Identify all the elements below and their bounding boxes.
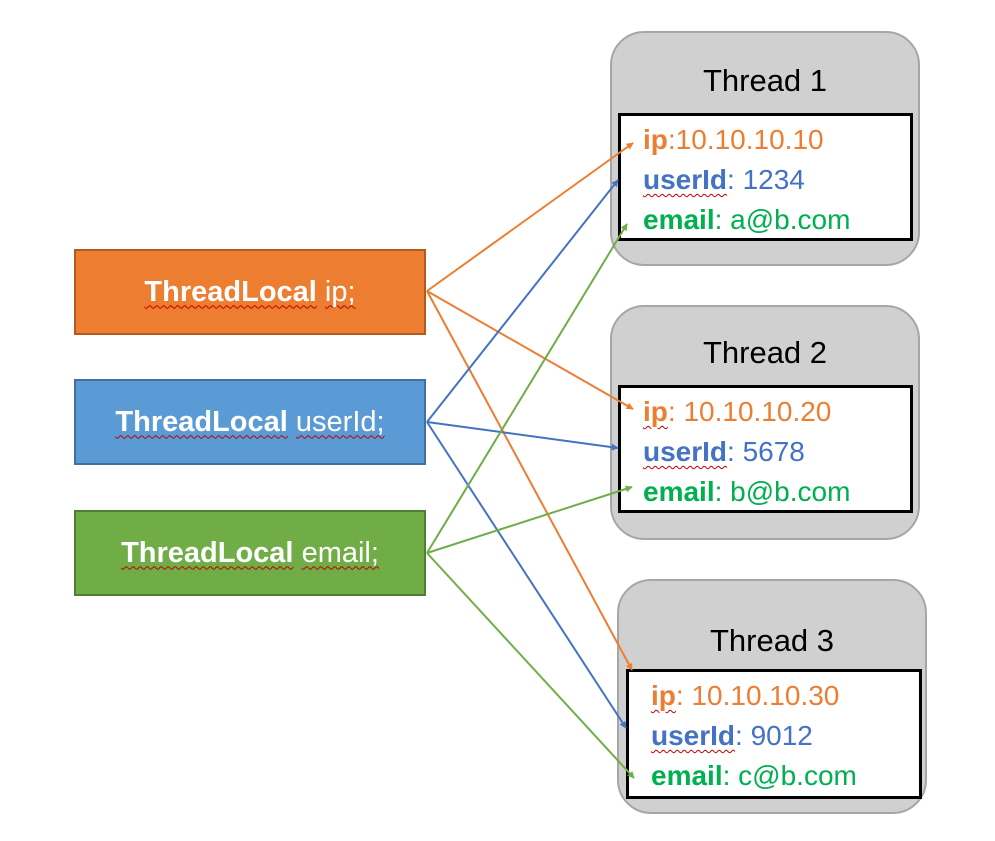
arrow-email-thread-2 bbox=[426, 485, 633, 554]
thread-3-ip-row: ip: 10.10.10.30 bbox=[651, 676, 919, 716]
userid-value: : 9012 bbox=[735, 720, 813, 751]
arrow-userid-thread-2 bbox=[426, 421, 619, 451]
ip-arrows bbox=[426, 142, 634, 671]
threadlocal-keyword: ThreadLocal bbox=[121, 536, 294, 569]
arrow-userid-thread-1 bbox=[426, 179, 619, 423]
ip-value: : 10.10.10.30 bbox=[675, 680, 840, 711]
arrow-ip-thread-2 bbox=[426, 290, 634, 410]
threadlocal-keyword: ThreadLocal bbox=[115, 405, 288, 438]
arrow-ip-thread-3 bbox=[426, 290, 633, 671]
thread-1-title: Thread 1 bbox=[702, 63, 828, 98]
thread-3-box: Thread 3 ip: 10.10.10.30 userId: 9012 em… bbox=[617, 579, 927, 814]
email-value: : c@b.com bbox=[722, 760, 857, 791]
threadlocal-keyword: ThreadLocal bbox=[144, 275, 317, 308]
thread-1-box: Thread 1 ip:10.10.10.10 userId: 1234 ema… bbox=[610, 31, 920, 266]
userid-value: : 5678 bbox=[727, 436, 805, 467]
thread-2-box: Thread 2 ip: 10.10.10.20 userId: 5678 em… bbox=[610, 305, 920, 540]
threadlocal-userid-box: ThreadLocal userId; bbox=[74, 379, 426, 465]
userid-key: userId bbox=[651, 720, 736, 751]
arrow-userid-thread-3 bbox=[426, 421, 627, 729]
thread-2-ip-row: ip: 10.10.10.20 bbox=[643, 392, 910, 432]
email-key: email bbox=[643, 476, 715, 507]
email-key: email bbox=[643, 204, 715, 235]
threadlocal-email-name: email; bbox=[301, 536, 379, 569]
ip-key: ip bbox=[651, 680, 676, 711]
thread-3-userid-row: userId: 9012 bbox=[651, 716, 919, 756]
thread-1-ip-row: ip:10.10.10.10 bbox=[643, 120, 910, 160]
threadlocal-ip-box: ThreadLocal ip; bbox=[74, 249, 426, 335]
userid-key: userId bbox=[643, 164, 728, 195]
thread-2-title: Thread 2 bbox=[702, 335, 828, 370]
userid-arrows bbox=[426, 179, 627, 729]
userid-key: userId bbox=[643, 436, 728, 467]
threadlocal-ip-name: ip; bbox=[324, 275, 356, 308]
thread-2-email-row: email: b@b.com bbox=[643, 472, 910, 512]
thread-2-vars: ip: 10.10.10.20 userId: 5678 email: b@b.… bbox=[618, 385, 913, 513]
threadlocal-userid-name: userId; bbox=[295, 405, 385, 438]
email-key: email bbox=[651, 760, 723, 791]
threadlocal-email-box: ThreadLocal email; bbox=[74, 510, 426, 596]
thread-1-userid-row: userId: 1234 bbox=[643, 160, 910, 200]
arrow-email-thread-3 bbox=[426, 552, 635, 779]
ip-value: : 10.10.10.20 bbox=[667, 396, 832, 427]
email-value: : a@b.com bbox=[714, 204, 851, 235]
thread-3-vars: ip: 10.10.10.30 userId: 9012 email: c@b.… bbox=[626, 669, 922, 799]
thread-3-title: Thread 3 bbox=[709, 623, 835, 658]
thread-3-email-row: email: c@b.com bbox=[651, 756, 919, 796]
userid-value: : 1234 bbox=[727, 164, 805, 195]
arrow-ip-thread-1 bbox=[426, 142, 634, 292]
ip-value: :10.10.10.10 bbox=[667, 124, 824, 155]
email-value: : b@b.com bbox=[714, 476, 851, 507]
ip-key: ip bbox=[643, 396, 668, 427]
thread-1-vars: ip:10.10.10.10 userId: 1234 email: a@b.c… bbox=[618, 113, 913, 241]
thread-2-userid-row: userId: 5678 bbox=[643, 432, 910, 472]
email-arrows bbox=[426, 223, 635, 779]
arrow-email-thread-1 bbox=[426, 223, 628, 554]
ip-key: ip bbox=[643, 124, 668, 155]
thread-1-email-row: email: a@b.com bbox=[643, 200, 910, 240]
